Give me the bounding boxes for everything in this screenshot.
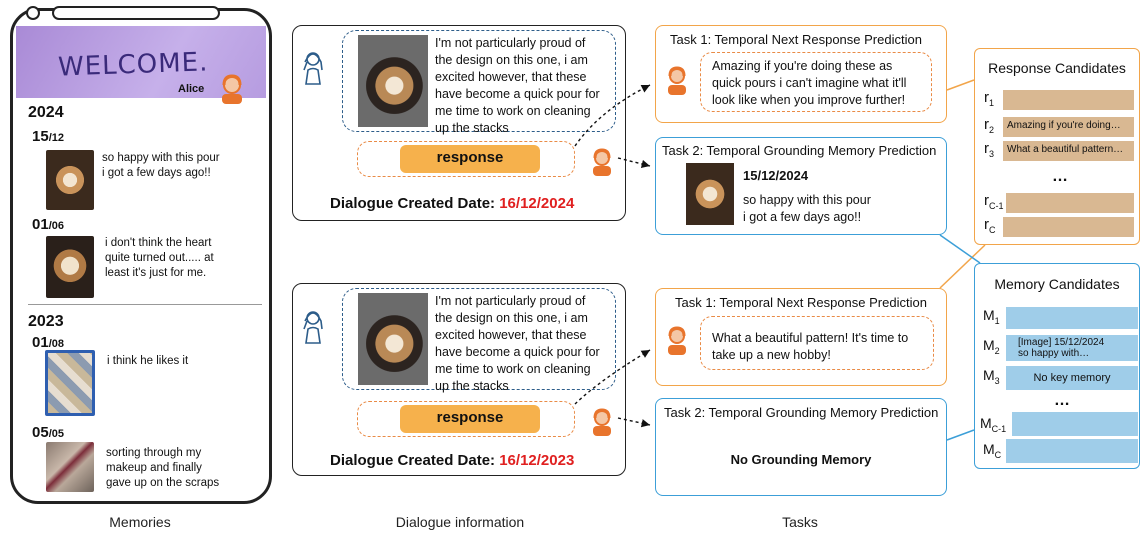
candidate-label: rC xyxy=(984,216,996,235)
memory-date: 01/06 xyxy=(32,216,64,233)
phone-notch xyxy=(52,6,220,20)
task2-box xyxy=(655,398,947,496)
memory-candidate-bar[interactable] xyxy=(1012,412,1138,436)
assistant-avatar-icon xyxy=(668,66,686,95)
response-candidate-bar[interactable] xyxy=(1003,90,1134,110)
memory-text: i think he likes it xyxy=(107,355,189,367)
response-candidates-title: Response Candidates xyxy=(988,60,1126,76)
memory-date: 05/05 xyxy=(32,424,64,441)
tasks-caption: Tasks xyxy=(782,514,818,530)
predicted-response-bubble xyxy=(700,52,932,112)
task1-title: Task 1: Temporal Next Response Predictio… xyxy=(670,32,922,47)
memory-candidate-bar[interactable] xyxy=(1006,439,1138,463)
grounding-memory-date: 15/12/2024 xyxy=(743,168,809,183)
assistant-avatar-icon xyxy=(593,148,611,176)
candidate-label: r2 xyxy=(984,116,995,135)
memory-photo[interactable] xyxy=(46,150,94,210)
response-candidate-bar[interactable]: Amazing if you're doing… xyxy=(1003,117,1134,137)
task2-title: Task 2: Temporal Grounding Memory Predic… xyxy=(662,143,937,158)
predicted-response-bubble xyxy=(700,316,934,370)
candidate-label: MC xyxy=(983,441,1002,460)
year-heading: 2023 xyxy=(28,313,64,330)
dialogue-created-date: Dialogue Created Date: 16/12/2023 xyxy=(330,452,575,469)
task1-title: Task 1: Temporal Next Response Predictio… xyxy=(675,295,927,310)
memory-date: 15/12 xyxy=(32,128,64,145)
dialogue-caption: Dialogue information xyxy=(395,514,525,530)
candidate-label: rC-1 xyxy=(984,192,1004,211)
memory-candidate-bar[interactable] xyxy=(1006,307,1138,329)
memory-candidates-title: Memory Candidates xyxy=(994,276,1120,292)
user-avatar-icon xyxy=(222,74,242,104)
no-grounding-memory-text: No Grounding Memory xyxy=(730,452,872,467)
response-button[interactable]: response xyxy=(400,145,540,173)
assistant-avatar-icon xyxy=(668,326,686,355)
response-candidate-bar[interactable]: What a beautiful pattern… xyxy=(1003,141,1134,161)
memory-photo[interactable] xyxy=(45,350,95,416)
task2-title: Task 2: Temporal Grounding Memory Predic… xyxy=(664,405,939,420)
camera-icon xyxy=(26,6,40,20)
message-photo[interactable] xyxy=(358,35,428,127)
memory-photo[interactable] xyxy=(46,442,94,492)
response-button[interactable]: response xyxy=(400,405,540,433)
more-candidates-ellipsis: … xyxy=(1052,168,1069,185)
response-candidate-bar[interactable] xyxy=(1006,193,1134,213)
memory-date: 01/08 xyxy=(32,334,64,351)
memory-candidate-bar[interactable]: No key memory xyxy=(1006,366,1138,390)
candidate-label: r3 xyxy=(984,140,995,159)
user-name: Alice xyxy=(178,83,205,95)
memories-caption: Memories xyxy=(109,514,171,530)
candidate-label: MC-1 xyxy=(980,415,1007,434)
candidate-label: M3 xyxy=(983,367,1000,386)
response-candidate-bar[interactable] xyxy=(1003,217,1134,237)
assistant-avatar-icon xyxy=(593,408,611,436)
year-heading: 2024 xyxy=(28,104,64,121)
dialogue-created-date: Dialogue Created Date: 16/12/2024 xyxy=(330,195,575,212)
memory-photo[interactable] xyxy=(46,236,94,298)
candidate-label: M1 xyxy=(983,307,1000,326)
user-speaker-icon xyxy=(303,311,323,344)
candidate-label: r1 xyxy=(984,89,995,108)
candidate-label: M2 xyxy=(983,337,1000,356)
year-divider xyxy=(28,304,262,305)
message-photo[interactable] xyxy=(358,293,428,385)
user-speaker-icon xyxy=(303,52,323,85)
grounding-memory-photo[interactable] xyxy=(686,163,734,225)
more-candidates-ellipsis: … xyxy=(1054,392,1071,409)
